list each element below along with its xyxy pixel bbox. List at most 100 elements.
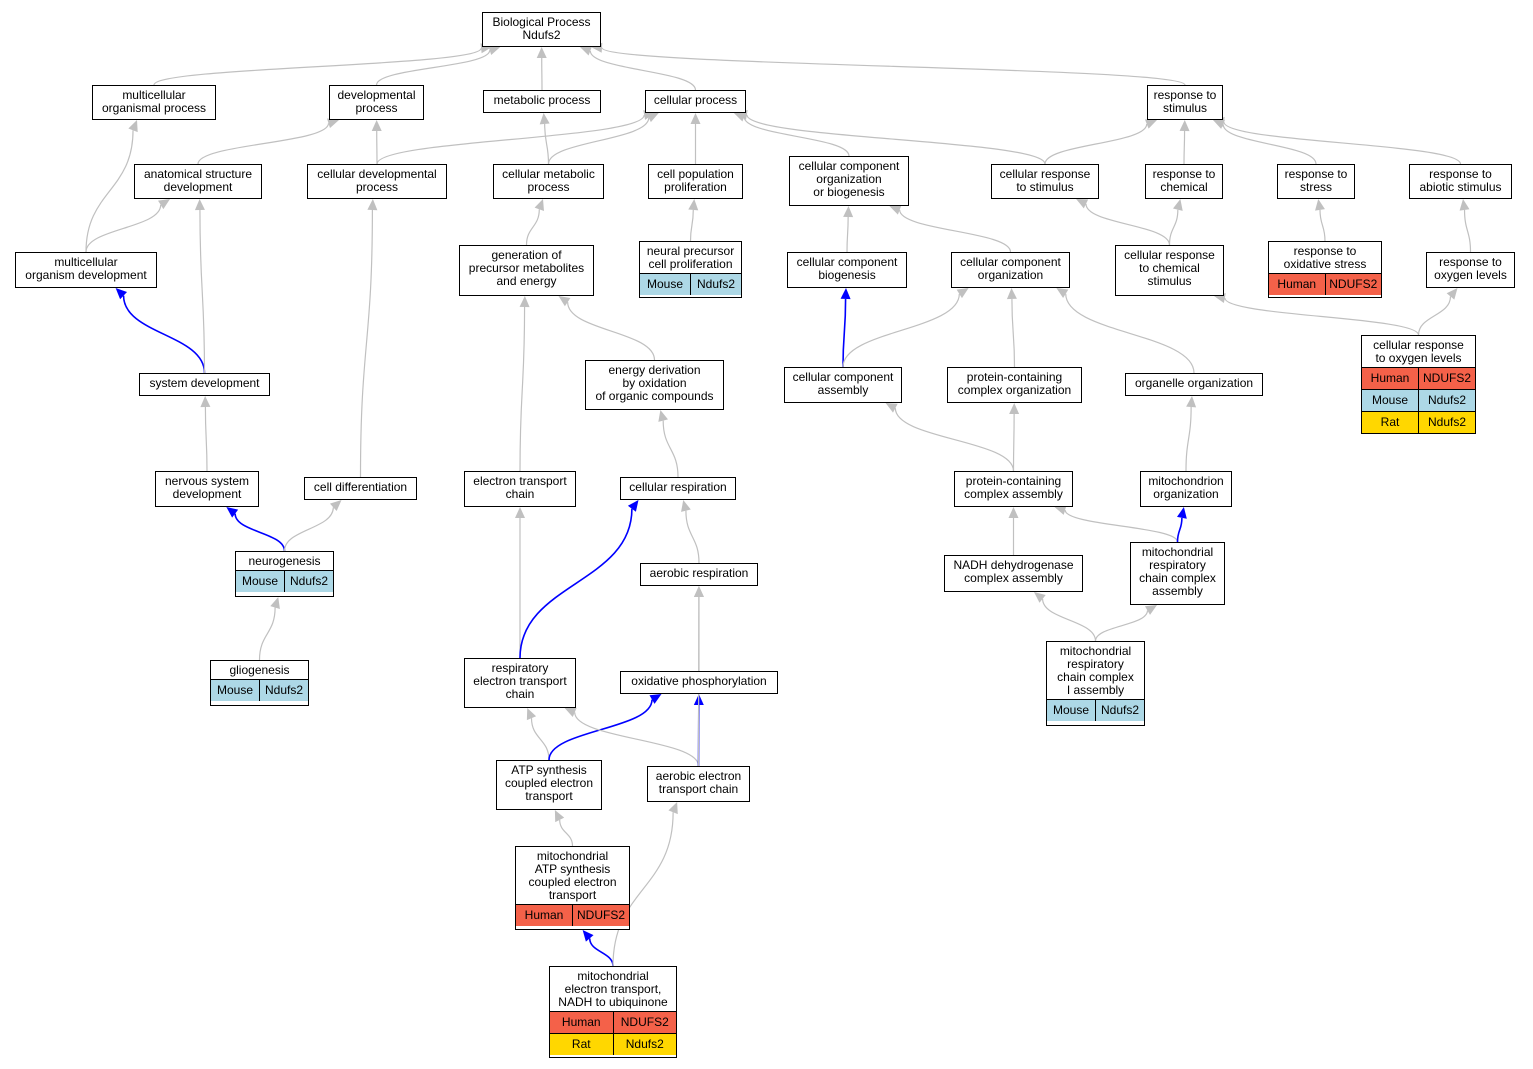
arrowhead <box>681 500 691 512</box>
species-name: Human <box>516 905 572 926</box>
arrowhead <box>270 597 280 609</box>
edge-resp_etc-to-cell_respiration <box>519 508 633 659</box>
go-term-label: respiratory electron transport chain <box>473 661 567 701</box>
edge-prot_cplx_asm-to-prot_cplx_org <box>1012 413 1015 472</box>
go-term-label: mitochondrial ATP synthesis coupled elec… <box>528 849 617 902</box>
go-term-label: response to abiotic stimulus <box>1419 167 1502 194</box>
species-name: Human <box>550 1012 613 1033</box>
go-term-cc-org-bio: cellular component organization or bioge… <box>789 156 909 206</box>
go-term-resp-stim: response to stimulus <box>1147 85 1223 120</box>
go-term-label: multicellular organism development <box>25 255 147 282</box>
edge-cell_resp_stim-to-resp_stim <box>1044 123 1148 165</box>
edge-prot_cplx_org-to-cc_org <box>1011 298 1016 368</box>
go-term-atp-coupled: ATP synthesis coupled electron transport <box>496 760 602 810</box>
go-term-label: cellular component organization or bioge… <box>798 159 900 199</box>
go-term-root: Biological Process Ndufs2 <box>482 12 601 47</box>
go-term-mito-rc1-asm: mitochondrial respiratory chain complex … <box>1046 641 1145 726</box>
gene-symbol: Ndufs2 <box>612 1034 676 1055</box>
arrowhead <box>693 586 704 598</box>
arrowhead <box>515 507 525 518</box>
go-term-label: mitochondrion organization <box>1148 474 1224 501</box>
go-term-cell-diff: cell differentiation <box>304 477 417 500</box>
edge-mito_etc_nadh-to-aerobic_etc <box>612 812 674 967</box>
go-term-label: system development <box>149 376 260 390</box>
edge-resp_ox_stress-to-resp_stress <box>1319 209 1326 242</box>
gene-symbol: Ndufs2 <box>284 571 333 592</box>
edge-cc_assembly-to-cc_bio <box>842 298 847 368</box>
edge-resp_stress-to-resp_stim <box>1222 124 1317 165</box>
edge-neurogenesis-to-cell_diff <box>283 507 334 552</box>
edge-resp_chem-to-resp_stim <box>1183 130 1186 165</box>
edge-cell_resp_chem-to-resp_chem <box>1168 209 1179 246</box>
edge-multicell_dev-to-multicell_proc <box>85 130 134 253</box>
edge-mito_rc_asm-to-mito_org <box>1176 517 1183 543</box>
go-term-sys-dev: system development <box>139 373 270 396</box>
gene-symbol: Ndufs2 <box>1418 390 1475 411</box>
edge-cell_diff-to-cell_dev <box>359 209 373 478</box>
arrowhead <box>843 206 854 218</box>
arrowhead <box>1172 199 1183 211</box>
edge-sys_dev-to-anat_dev <box>199 209 206 374</box>
species-name: Rat <box>1362 412 1418 433</box>
go-term-cell-proc: cellular process <box>645 90 746 113</box>
go-term-label: cellular response to chemical stimulus <box>1124 248 1215 288</box>
go-term-label: mitochondrial respiratory chain complex … <box>1057 644 1134 697</box>
edge-cell_proc-to-root <box>589 50 697 91</box>
arrowhead <box>627 500 639 512</box>
go-term-label: anatomical structure development <box>143 167 253 194</box>
edge-cc_assembly-to-cc_org <box>842 293 960 368</box>
gene-symbol: NDUFS2 <box>572 905 629 926</box>
go-term-aerobic-resp: aerobic respiration <box>640 563 758 586</box>
go-term-label: generation of precursor metabolites and … <box>468 248 585 288</box>
arrowhead <box>1459 199 1470 211</box>
gene-symbol: Ndufs2 <box>259 680 308 701</box>
go-term-nadh-dh-asm: NADH dehydrogenase complex assembly <box>944 555 1083 592</box>
arrowhead <box>534 199 544 212</box>
go-term-label: mitochondrial respiratory chain complex … <box>1139 545 1216 598</box>
go-term-energy-deriv: energy derivation by oxidation of organi… <box>585 360 724 410</box>
species-name: Rat <box>550 1034 613 1055</box>
gene-symbol: Ndufs2 <box>690 274 741 295</box>
arrowhead <box>580 46 593 56</box>
go-term-anat-dev: anatomical structure development <box>134 164 262 199</box>
go-term-aerobic-etc: aerobic electron transport chain <box>647 766 750 802</box>
go-term-mito-etc-nadh: mitochondrial electron transport, NADH t… <box>549 966 677 1058</box>
go-term-mito-atp: mitochondrial ATP synthesis coupled elec… <box>515 846 630 930</box>
arrowhead <box>1008 507 1019 518</box>
go-term-nerv-dev: nervous system development <box>155 471 259 507</box>
gene-symbol: Ndufs2 <box>1418 412 1475 433</box>
edge-cell_metab-to-metab_proc <box>544 123 550 165</box>
arrowhead <box>688 199 699 211</box>
edge-mito_org-to-organelle_org <box>1185 406 1192 472</box>
go-term-label: aerobic electron transport chain <box>655 769 742 796</box>
go-term-label: response to oxidative stress <box>1283 244 1367 271</box>
go-term-multicell-proc: multicellular organismal process <box>92 85 216 120</box>
arrowhead <box>329 500 342 512</box>
edge-energy_deriv-to-gen_precursor <box>567 302 656 361</box>
go-term-label: cellular response to stimulus <box>999 167 1091 194</box>
edge-cell_resp_oxy-to-resp_oxy <box>1417 296 1452 336</box>
edge-neurogenesis-to-nerv_dev <box>234 513 286 552</box>
edge-cell_dev-to-cell_proc <box>376 114 645 165</box>
go-term-label: response to stimulus <box>1153 88 1217 115</box>
go-term-label: electron transport chain <box>473 474 567 501</box>
arrowhead <box>558 296 571 307</box>
go-term-label: cellular component organization <box>960 255 1061 282</box>
edge-cell_respiration-to-energy_deriv <box>662 420 679 478</box>
go-term-label: neurogenesis <box>248 554 321 568</box>
go-term-label: cellular response to oxygen levels <box>1373 338 1464 365</box>
species-name: Human <box>1269 274 1325 295</box>
arrowhead <box>646 113 659 123</box>
arrowhead <box>488 45 501 56</box>
arrowhead <box>582 930 594 942</box>
go-term-label: aerobic respiration <box>649 566 749 580</box>
arrowhead <box>1186 396 1197 408</box>
edge-nerv_dev-to-sys_dev <box>204 406 208 472</box>
arrowhead <box>200 396 211 408</box>
arrowhead <box>526 708 537 721</box>
